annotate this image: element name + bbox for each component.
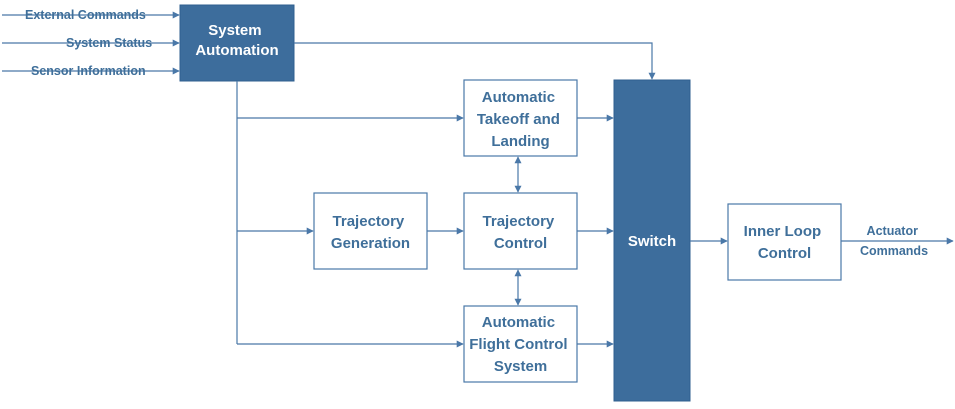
switch-block — [613, 79, 691, 402]
system-automation-block — [179, 4, 295, 82]
sensor-information-label: Sensor Information — [31, 64, 146, 78]
trajectory-control-block — [463, 192, 578, 270]
trajectory-control-label: Trajectory Control — [483, 213, 559, 252]
automatic-flight-control-system-block — [463, 305, 578, 383]
trajectory-generation-block — [313, 192, 428, 270]
actuator-commands-label: Actuator Commands — [860, 224, 928, 258]
inner-loop-control-label: Inner Loop Control — [744, 223, 826, 262]
automatic-takeoff-landing-label: Automatic Takeoff and Landing — [477, 89, 564, 150]
external-commands-label: External Commands — [25, 8, 146, 22]
switch-label: Switch — [628, 233, 676, 250]
system-status-label: System Status — [66, 36, 152, 50]
system-automation-label: System Automation — [195, 22, 278, 59]
system-automation-to-switch-connector — [294, 42, 656, 80]
inner-loop-control-block — [727, 203, 842, 281]
automatic-flight-control-system-label: Automatic Flight Control System — [469, 314, 571, 375]
trajectory-generation-label: Trajectory Generation — [331, 213, 410, 252]
